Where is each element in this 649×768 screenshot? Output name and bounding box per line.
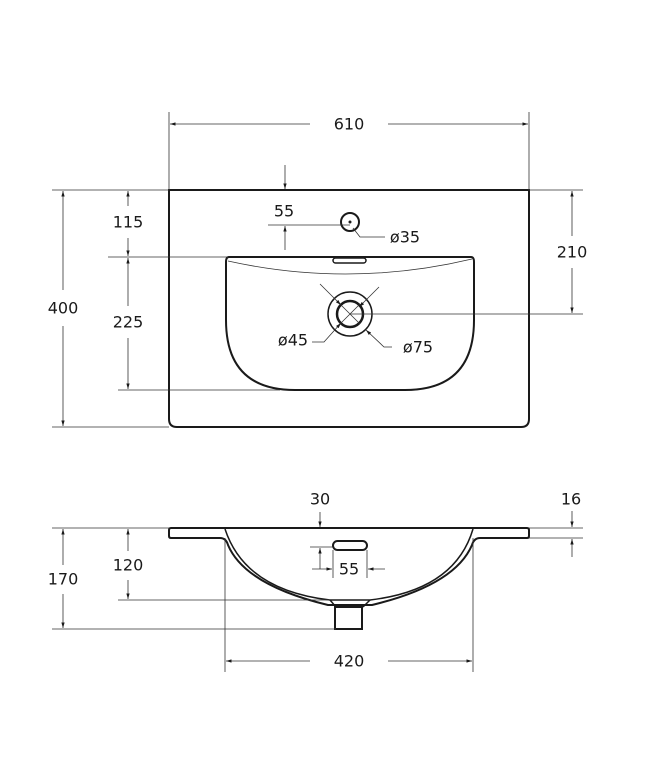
overflow-slot xyxy=(332,257,367,264)
dim-drain-offset: 210 xyxy=(557,243,588,262)
drain-stub xyxy=(334,606,363,630)
dim-drain-inner: ø45 xyxy=(278,331,308,350)
dim-bowl-width: 420 xyxy=(334,652,365,671)
side-view: 30 16 170 120 55 420 xyxy=(48,490,583,672)
top-view: 610 400 115 225 210 55 ø35 ø45 ø75 xyxy=(48,112,588,428)
dim-faucet-offset: 115 xyxy=(113,213,144,232)
faucet-hole xyxy=(340,212,360,232)
dim-depth: 400 xyxy=(48,299,79,318)
side-outline xyxy=(168,527,530,606)
dim-width: 610 xyxy=(334,115,365,134)
dim-bowl-height: 120 xyxy=(113,556,144,575)
bowl-outline xyxy=(225,256,475,391)
dim-rim-thickness: 16 xyxy=(561,490,581,509)
dim-faucet-hole: ø35 xyxy=(390,228,420,247)
dim-drain-outer: ø75 xyxy=(403,338,433,357)
basin-outline xyxy=(168,189,530,428)
bowl-rim-curve xyxy=(227,258,473,275)
dim-faucet-edge: 55 xyxy=(274,202,294,221)
dim-total-height: 170 xyxy=(48,570,79,589)
overflow-slot-side xyxy=(332,540,368,551)
dim-overflow-width: 55 xyxy=(339,560,359,579)
dim-bowl-depth: 225 xyxy=(113,313,144,332)
dim-overflow-offset: 30 xyxy=(310,490,330,509)
